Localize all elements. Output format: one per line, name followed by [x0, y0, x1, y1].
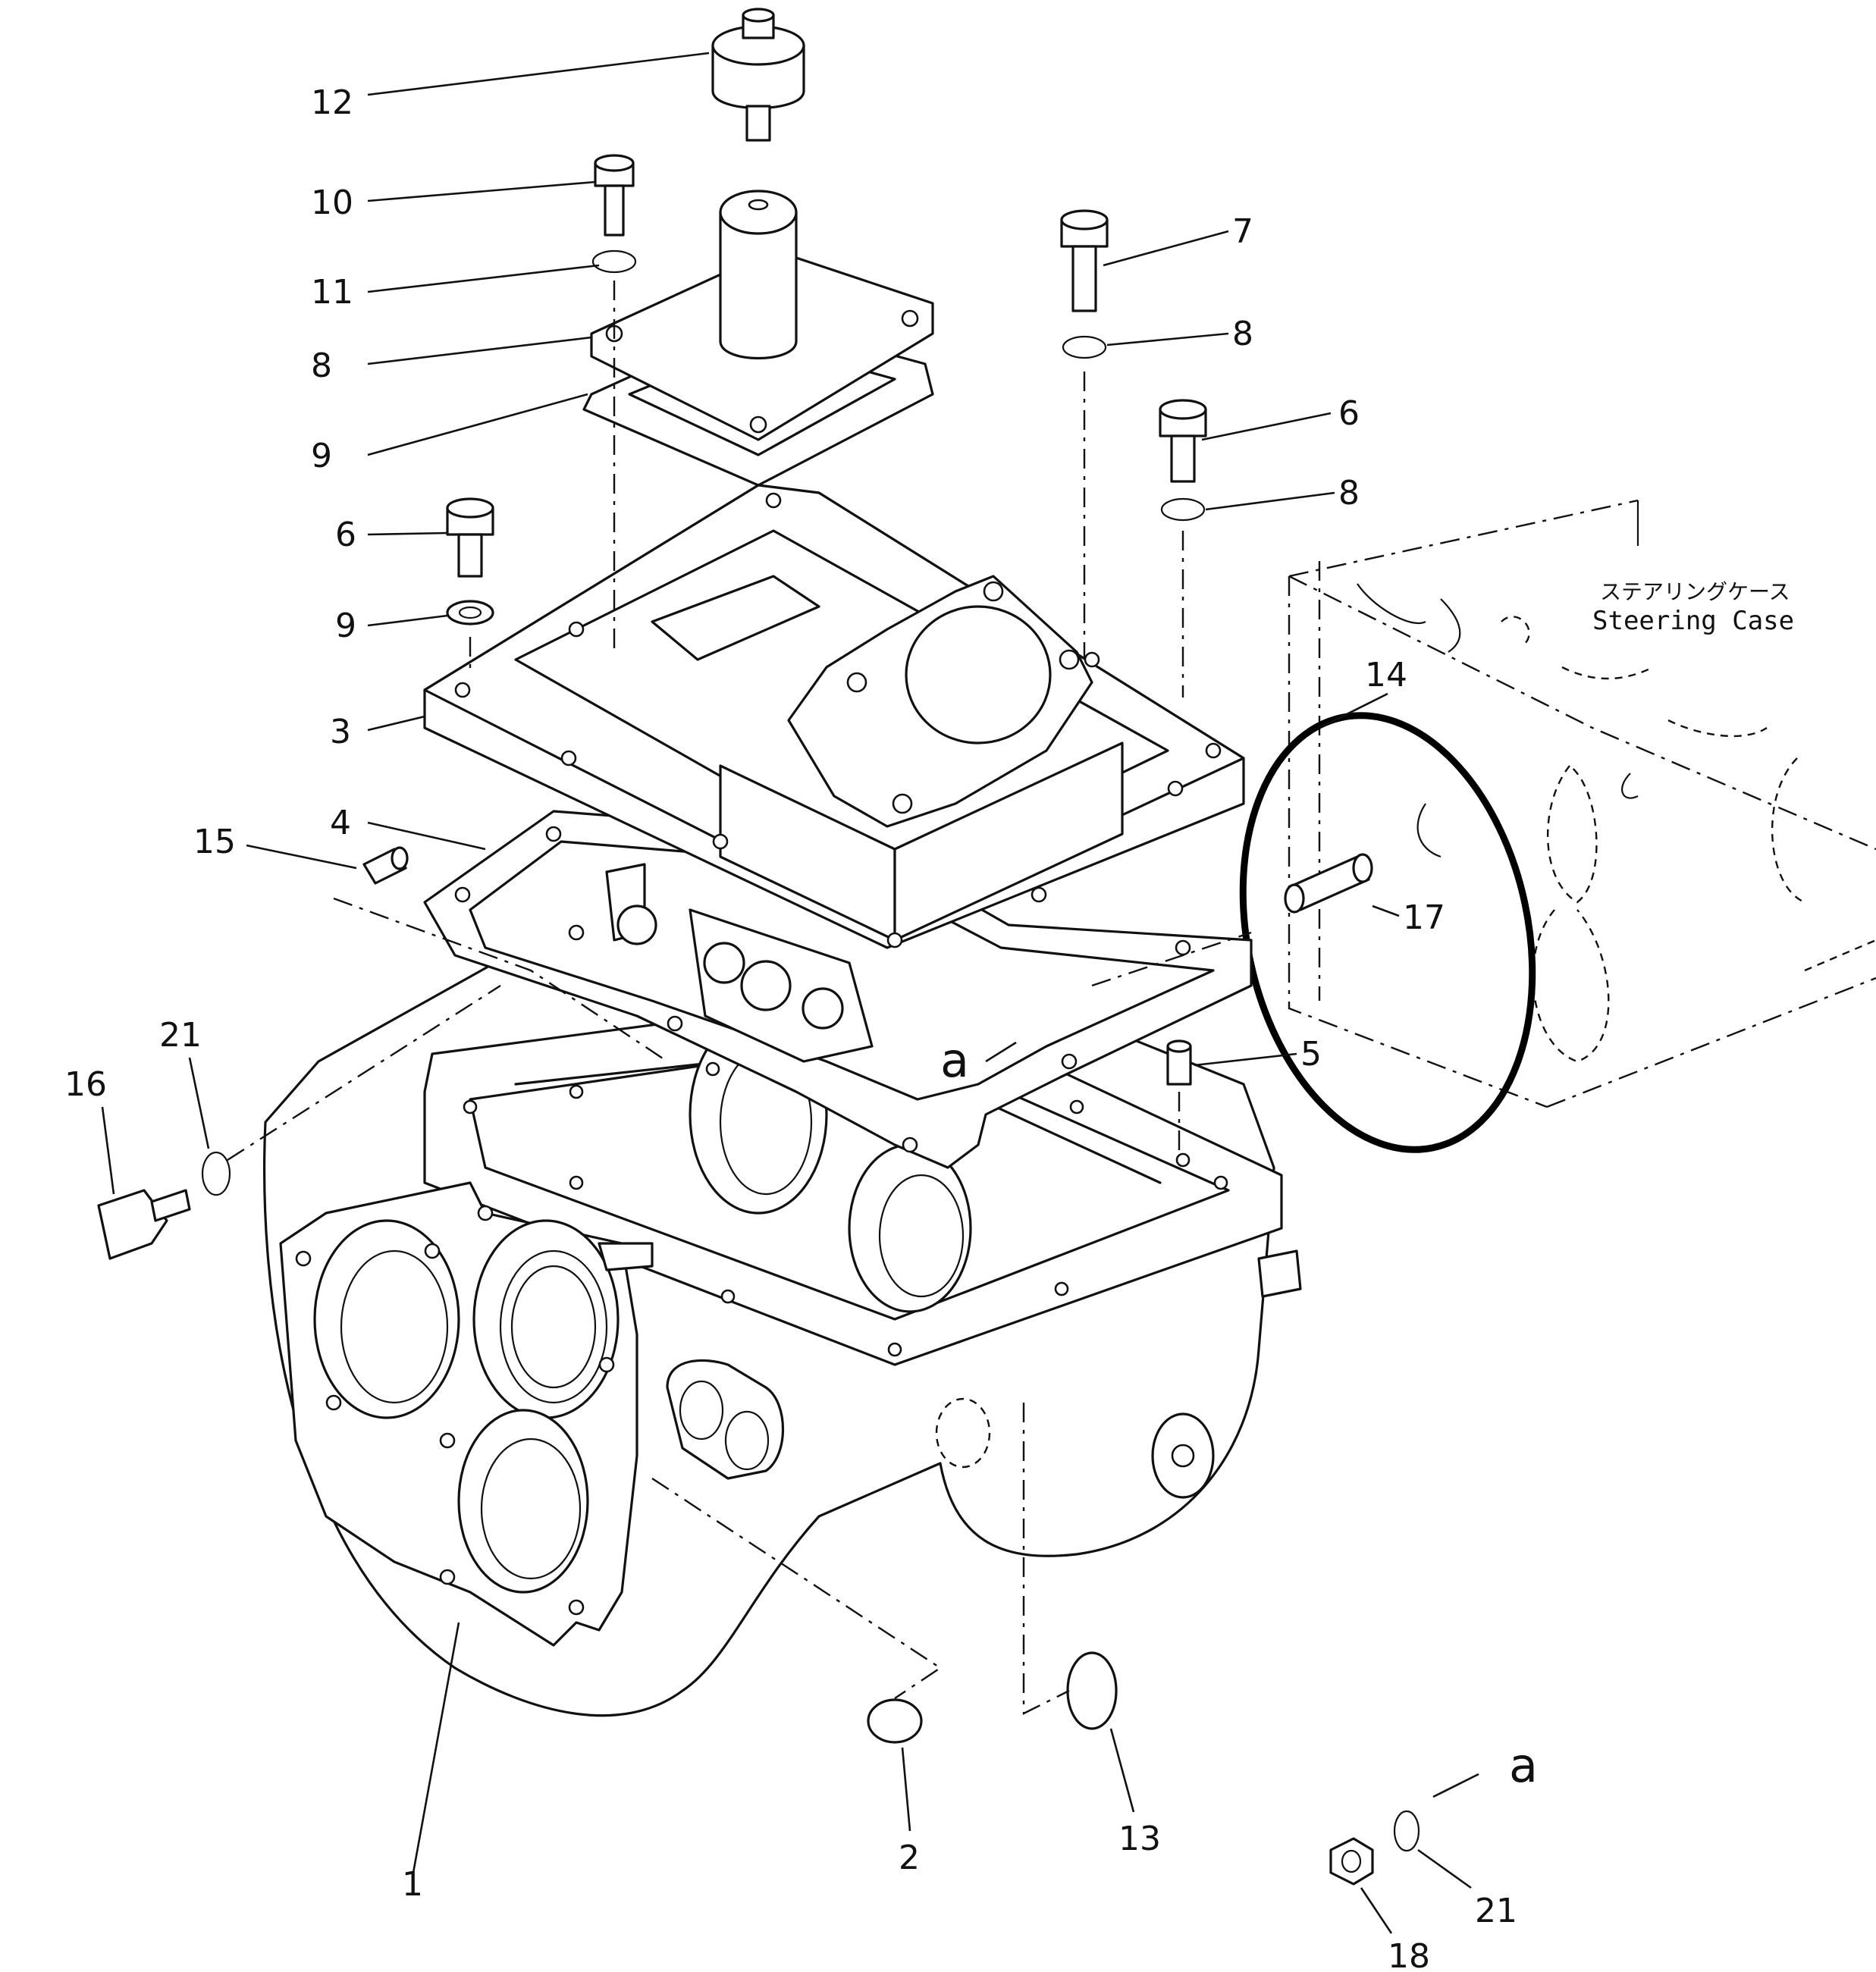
label-21a: 21: [159, 1016, 202, 1055]
bolt-18: [97, 1189, 191, 1260]
lock-washer-21a: [201, 1151, 231, 1196]
lock-washer-8b: [1160, 497, 1206, 522]
o-ring-15: [1066, 1651, 1118, 1730]
transmission-housing: [263, 916, 1302, 1717]
reference-mark-a2: a: [1509, 1738, 1538, 1793]
washer-9: [446, 600, 494, 625]
label-21b: 21: [1475, 1892, 1517, 1930]
label-6b: 6: [1338, 394, 1360, 433]
lock-washer-13: [591, 249, 637, 274]
label-13: 11: [311, 273, 353, 312]
label-7: 7: [1232, 212, 1253, 251]
label-2: 2: [899, 1839, 920, 1877]
dowel-pin-17: [362, 846, 409, 885]
label-15: 13: [1118, 1820, 1161, 1858]
label-9: 9: [335, 607, 356, 645]
label-19: 17: [1403, 898, 1445, 937]
label-18: 16: [64, 1065, 107, 1104]
label-3: 3: [330, 713, 351, 751]
steering-case-label-en: Steering Case: [1592, 606, 1794, 636]
label-8a: 8: [1232, 315, 1253, 353]
bolt-7: [1060, 209, 1109, 312]
part-labels: 12 10 11 8 9 7 8 6 8 6 9 3 4 15 14 17 5 …: [64, 83, 1794, 1972]
label-1: 1: [402, 1865, 423, 1904]
guide-pipe: [719, 190, 798, 359]
label-8b: 8: [1338, 474, 1360, 513]
label-4: 4: [330, 804, 351, 842]
label-5: 5: [1300, 1035, 1322, 1074]
steering-case-label-jp: ステアリングケース: [1600, 579, 1790, 604]
label-10: 8: [311, 346, 332, 385]
top-cover-3: [423, 484, 1245, 1063]
lock-washer-21b: [1393, 1810, 1420, 1852]
label-6a: 6: [335, 516, 356, 554]
dowel-pin-5: [1166, 1039, 1192, 1086]
plug-2: [867, 1698, 923, 1744]
label-17: 15: [193, 823, 236, 861]
o-ring-16: [1239, 712, 1536, 1153]
bolt-6a: [446, 497, 494, 578]
label-16: 14: [1365, 656, 1407, 694]
leader-lines: [101, 52, 1479, 1934]
stud-19: [1284, 853, 1373, 914]
bolt-6b: [1159, 399, 1207, 483]
lock-washer-8a: [1062, 335, 1107, 359]
breather-14: [711, 8, 805, 142]
reference-mark-a1: a: [940, 1033, 969, 1088]
nut-20: [1329, 1837, 1374, 1886]
label-14: 12: [311, 83, 353, 122]
label-20: 18: [1388, 1937, 1430, 1972]
label-11: 9: [311, 437, 332, 475]
label-12: 10: [311, 183, 353, 222]
alignment-lines: [227, 281, 1252, 1715]
bolt-12: [594, 154, 635, 237]
